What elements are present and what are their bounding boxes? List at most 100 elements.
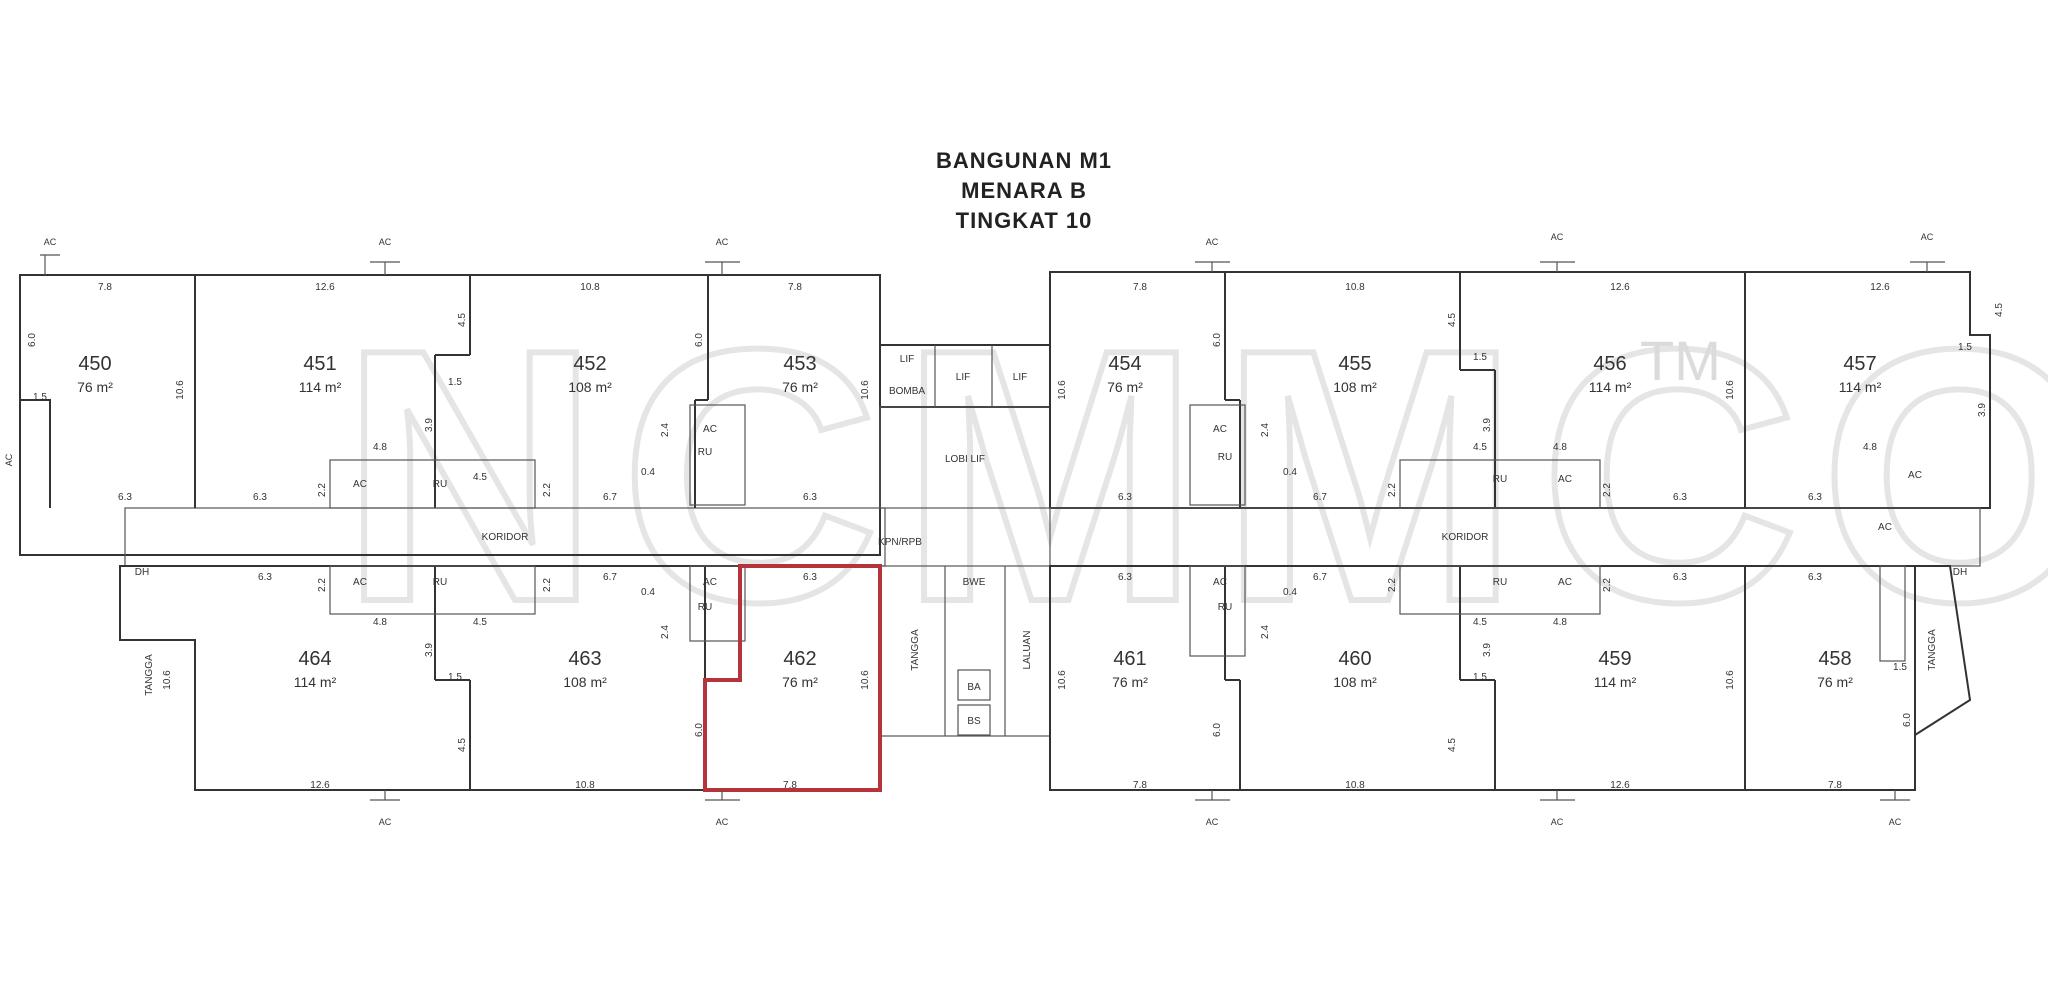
dim-452-top-notch: 4.5 (457, 313, 468, 327)
dim-461-svc: 2.4 (1260, 625, 1271, 639)
unit-452-area: 108 m² (568, 379, 612, 395)
unit-462-number: 462 (783, 648, 816, 670)
dim-461-gap: 0.4 (1283, 587, 1297, 598)
dim-464-ru: 4.5 (473, 617, 487, 628)
unit-456-area: 114 m² (1589, 379, 1632, 395)
lift-3-label: LIF (1013, 372, 1027, 383)
unit-453-number: 453 (783, 353, 816, 375)
dim-463-bottom: 10.8 (575, 780, 595, 791)
dim-452-notch: 1.5 (448, 377, 462, 388)
dimensions: 7.8 12.6 10.8 7.8 7.8 10.8 12.6 12.6 6.3… (27, 282, 2005, 791)
dim-452-top: 10.8 (580, 282, 600, 293)
unit-457-area: 114 m² (1839, 379, 1882, 395)
ac-marker-462-bottom: AC (716, 817, 729, 827)
dim-461-side-lower: 6.0 (1212, 723, 1223, 737)
dim-457-bottom: 6.3 (1808, 492, 1822, 503)
dim-450-top: 7.8 (98, 282, 112, 293)
dim-456-bottom: 6.3 (1673, 492, 1687, 503)
dim-458-notch: 1.5 (1893, 662, 1907, 673)
dim-456-top-notch: 4.5 (1447, 313, 1458, 327)
dim-457-top: 12.6 (1870, 282, 1890, 293)
unit-450-number: 450 (78, 353, 111, 375)
unit-460-number: 460 (1338, 648, 1371, 670)
highlight-unit-462 (703, 564, 882, 792)
corridor-left-label: KORIDOR (482, 532, 529, 543)
dim-451-ru-h: 2.2 (317, 483, 328, 497)
ru-462-label: RU (698, 602, 712, 613)
dim-453-bottom: 6.3 (803, 492, 817, 503)
dim-450-left: 6.0 (27, 333, 38, 347)
dim-464-ru-h: 2.2 (317, 578, 328, 592)
dim-450-bottom: 6.3 (118, 492, 132, 503)
dim-457-top-notch: 4.5 (1994, 303, 2005, 317)
dim-450-side: 10.6 (175, 380, 186, 400)
unit-453-area: 76 m² (782, 379, 818, 395)
dim-456-ru-h: 2.2 (1602, 483, 1613, 497)
dim-450-notch: 1.5 (33, 392, 47, 403)
watermark-tm: TM (1640, 329, 1721, 392)
dim-458-bottom: 7.8 (1828, 780, 1842, 791)
dh-right-label: DH (1953, 567, 1967, 578)
dim-451-bottom: 6.3 (253, 492, 267, 503)
dim-453-top: 7.8 (788, 282, 802, 293)
dim-461-side: 10.6 (1057, 670, 1068, 690)
unit-450-area: 76 m² (77, 379, 113, 395)
dim-459-bottom-notch: 4.5 (1447, 738, 1458, 752)
unit-455-area: 108 m² (1333, 379, 1377, 395)
dim-453-side-upper: 6.0 (694, 333, 705, 347)
dim-452-bottom: 6.7 (603, 492, 617, 503)
ru-456-label: RU (1493, 474, 1507, 485)
dim-464-ru-w: 4.8 (373, 617, 387, 628)
ac-454-label: AC (1213, 424, 1227, 435)
unit-464-area: 114 m² (294, 674, 337, 690)
lift-1-label: LIF (900, 354, 914, 365)
dim-462-side: 10.6 (860, 670, 871, 690)
dim-452-side: 3.9 (424, 418, 435, 432)
dim-459-bottom: 12.6 (1610, 780, 1630, 791)
dim-462-top: 6.3 (803, 572, 817, 583)
dim-464-bottom: 12.6 (310, 780, 330, 791)
stairs-core-label: TANGGA (910, 629, 921, 671)
lift-lobby-label: LOBI LIF (945, 454, 985, 465)
dim-452-ru-h: 2.2 (542, 483, 553, 497)
dim-456-ru: 4.5 (1473, 442, 1487, 453)
unit-labels: 450 76 m² 451 114 m² 452 108 m² 453 76 m… (77, 353, 1881, 690)
right-wing (1049, 271, 1991, 791)
unit-461-number: 461 (1113, 648, 1146, 670)
dim-463-notch: 1.5 (448, 672, 462, 683)
dim-454-svc: 2.4 (1260, 423, 1271, 437)
dim-459-side: 10.6 (1725, 670, 1736, 690)
dim-462-svc: 2.4 (660, 625, 671, 639)
dim-458-side: 6.0 (1902, 713, 1913, 727)
dim-451-top: 12.6 (315, 282, 335, 293)
dim-454-bottom: 6.3 (1118, 492, 1132, 503)
dim-451-ru: 4.5 (473, 472, 487, 483)
ac-marker-454-top: AC (1206, 237, 1219, 247)
unit-464-number: 464 (298, 648, 331, 670)
dim-463-ru-h: 2.2 (542, 578, 553, 592)
dim-454-side-upper: 6.0 (1212, 333, 1223, 347)
ac-462-label: AC (703, 577, 717, 588)
plan-title-building: BANGUNAN M1 (936, 148, 1112, 173)
watermark-text: NCMMCO (340, 275, 2048, 677)
ac-453-label: AC (703, 424, 717, 435)
unit-451-area: 114 m² (299, 379, 342, 395)
corridor-right-label: KORIDOR (1442, 532, 1489, 543)
plan-title-tower: MENARA B (961, 178, 1087, 203)
unit-454-area: 76 m² (1107, 379, 1143, 395)
dim-456-top: 12.6 (1610, 282, 1630, 293)
ac-457-label: AC (1908, 470, 1922, 481)
unit-462-area: 76 m² (782, 674, 818, 690)
unit-458-area: 76 m² (1817, 674, 1853, 690)
dim-461-bottom: 7.8 (1133, 780, 1147, 791)
ru-454-label: RU (1218, 452, 1232, 463)
dim-462-gap: 0.4 (641, 587, 655, 598)
ac-marker-461-bottom: AC (1206, 817, 1219, 827)
bwe-label: BWE (963, 577, 986, 588)
ru-451-label: RU (433, 479, 447, 490)
kpn-label: KPN/RPB (878, 537, 922, 548)
unit-455-number: 455 (1338, 353, 1371, 375)
dim-459-inner: 3.9 (1482, 643, 1493, 657)
plan-title-floor: TINGKAT 10 (955, 208, 1093, 233)
